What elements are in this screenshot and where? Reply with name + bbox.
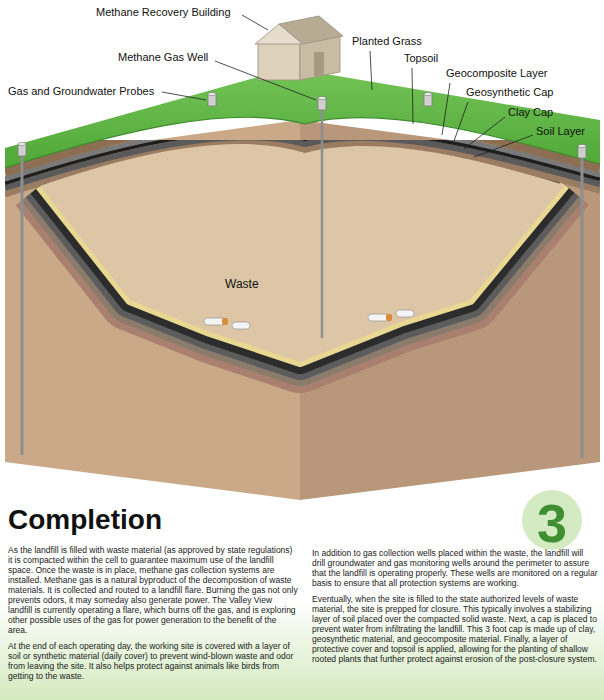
probes bbox=[18, 92, 586, 458]
probe-top bbox=[424, 92, 432, 95]
leader-line bbox=[162, 92, 206, 100]
part-label: Clay Cap bbox=[508, 106, 553, 119]
grass-top bbox=[5, 68, 600, 168]
leader-line bbox=[412, 68, 413, 124]
leader-line bbox=[215, 61, 316, 100]
leader-line bbox=[442, 83, 450, 135]
probe-pipe bbox=[21, 156, 24, 455]
probe-top bbox=[578, 144, 586, 147]
step-number: 3 bbox=[537, 492, 567, 554]
house-roof bbox=[279, 16, 343, 44]
part-label: Methane Recovery Building bbox=[96, 6, 231, 19]
well-top bbox=[318, 96, 326, 99]
pipe bbox=[232, 322, 250, 329]
leader-line bbox=[474, 135, 533, 157]
building bbox=[255, 16, 343, 80]
well-pipe bbox=[321, 108, 324, 338]
pipe-end bbox=[386, 314, 392, 321]
body-paragraph: At the end of each operating day, the wo… bbox=[8, 641, 298, 681]
leader-line bbox=[242, 15, 268, 30]
section-title: Completion bbox=[8, 505, 162, 536]
house-front bbox=[258, 42, 300, 80]
part-label: Gas and Groundwater Probes bbox=[8, 85, 154, 98]
grass-edge bbox=[5, 117, 600, 168]
part-label: Planted Grass bbox=[352, 35, 422, 48]
body-paragraph: In addition to gas collection wells plac… bbox=[312, 548, 598, 588]
waste-fill bbox=[40, 144, 565, 362]
part-label: Soil Layer bbox=[536, 125, 585, 138]
region-label: Waste bbox=[225, 278, 259, 292]
probe-top bbox=[208, 92, 216, 95]
part-label: Methane Gas Well bbox=[118, 51, 208, 64]
pipe bbox=[396, 310, 414, 317]
layers bbox=[5, 121, 600, 362]
probe-pipe bbox=[581, 158, 584, 458]
part-label: Topsoil bbox=[404, 52, 438, 65]
house-door bbox=[314, 52, 324, 76]
well bbox=[318, 96, 326, 338]
leader-line bbox=[370, 51, 372, 90]
part-label: Geocomposite Layer bbox=[446, 67, 548, 80]
leader-line bbox=[464, 117, 505, 149]
collection-pipes bbox=[204, 310, 414, 329]
pipe-end bbox=[222, 318, 228, 325]
body-paragraph: Eventually, when the site is filled to t… bbox=[312, 594, 598, 664]
body-paragraph: As the landfill is filled with waste mat… bbox=[8, 545, 298, 635]
part-label: Geosynthetic Cap bbox=[466, 86, 553, 99]
probe-top bbox=[18, 142, 26, 145]
leader-line bbox=[454, 102, 468, 141]
